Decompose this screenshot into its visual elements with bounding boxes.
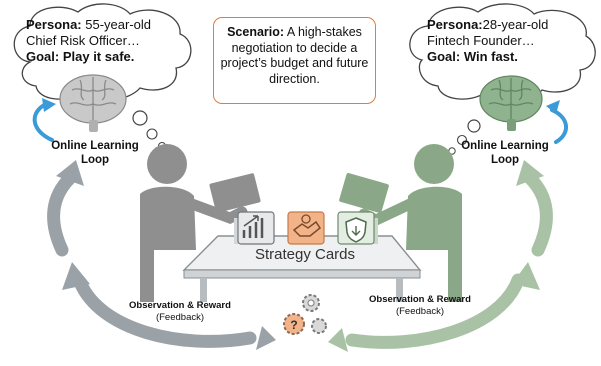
- left-persona-block: Persona: 55-year-old Chief Risk Officer……: [26, 17, 176, 65]
- right-feedback-label: Observation & Reward (Feedback): [345, 294, 495, 318]
- left-held-card: [209, 173, 261, 213]
- right-held-card: [339, 172, 389, 214]
- scenario-box: Scenario: A high-stakes negotiation to d…: [213, 17, 376, 104]
- right-loop-arrow-icon: [546, 100, 568, 144]
- gears-icon: ?: [283, 294, 327, 335]
- gray-brain-icon: [59, 74, 127, 132]
- left-feedback-label: Observation & Reward (Feedback): [105, 300, 255, 324]
- scenario-label: Scenario:: [227, 25, 285, 39]
- right-persona-label: Persona:: [427, 17, 483, 32]
- left-loop-label: Online Learning Loop: [51, 140, 139, 167]
- shield-card[interactable]: [337, 211, 378, 245]
- handshake-card[interactable]: [287, 211, 325, 245]
- left-goal: Goal: Play it safe.: [26, 48, 135, 64]
- growth-chart-icon: [242, 215, 264, 238]
- left-persona-text: 55-year-old Chief Risk Officer…: [26, 17, 152, 48]
- left-feedback-title: Observation & Reward: [129, 300, 231, 311]
- green-brain-icon: [479, 75, 543, 131]
- shield-icon: [345, 217, 367, 243]
- right-persona-text: 28-year-old Fintech Founder…: [427, 17, 549, 48]
- scenario-text: A high-stakes negotiation to decide a pr…: [220, 25, 369, 86]
- left-loop-arrow-icon: [32, 98, 56, 142]
- right-persona-block: Persona:28-year-old Fintech Founder… Goa…: [427, 17, 587, 65]
- right-feedback-arrow-icon: [328, 160, 553, 352]
- left-persona-label: Persona:: [26, 17, 82, 32]
- right-loop-label: Online Learning Loop: [461, 140, 549, 167]
- growth-chart-card[interactable]: [234, 211, 275, 245]
- right-feedback-sub: (Feedback): [395, 305, 445, 317]
- handshake-icon: [292, 214, 322, 237]
- right-thought-cloud: [409, 3, 596, 155]
- left-feedback-arrow-icon: [47, 160, 276, 350]
- left-feedback-sub: (Feedback): [155, 311, 205, 323]
- svg-text:?: ?: [290, 318, 297, 332]
- strategy-cards-label: Strategy Cards: [254, 246, 356, 263]
- right-goal: Goal: Win fast.: [427, 48, 518, 64]
- right-feedback-title: Observation & Reward: [369, 294, 471, 305]
- left-thought-cloud: [13, 3, 192, 150]
